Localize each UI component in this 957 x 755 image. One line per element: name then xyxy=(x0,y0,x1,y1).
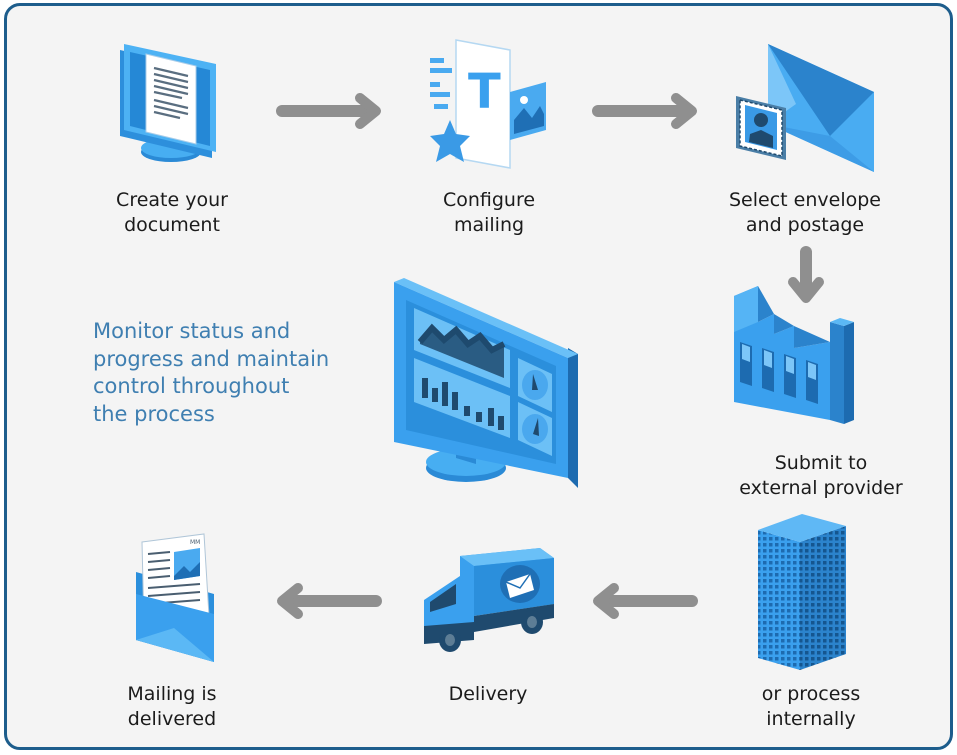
computer-document-icon xyxy=(120,44,216,162)
svg-text:T: T xyxy=(468,64,501,120)
envelope-stamp-icon xyxy=(736,44,874,172)
step-internal-line1: or process xyxy=(761,683,861,705)
step-submit-line1: Submit to xyxy=(774,452,868,474)
step-delivered-line2: delivered xyxy=(127,708,217,730)
monitor-line4: the process xyxy=(93,401,215,426)
delivery-van-icon xyxy=(424,548,554,652)
step-select-line2: and postage xyxy=(745,214,865,236)
monitor-status-text: Monitor status and progress and maintain… xyxy=(93,318,329,428)
step-delivery-line1: Delivery xyxy=(448,683,528,705)
monitor-line2: progress and maintain xyxy=(93,346,330,371)
configure-mailing-icon: T xyxy=(430,39,546,169)
monitor-line1: Monitor status and xyxy=(93,319,291,343)
step-internal-line2: internally xyxy=(766,708,856,730)
step-create-line1: Create your xyxy=(116,189,228,211)
step-submit-label: Submit to external provider xyxy=(716,451,926,501)
office-building-icon xyxy=(758,514,846,670)
svg-text:MM: MM xyxy=(190,539,200,546)
arrow-left-1 xyxy=(593,583,698,619)
step-select-line1: Select envelope xyxy=(729,189,881,211)
factory-icon xyxy=(734,286,854,424)
arrow-left-2 xyxy=(277,583,382,619)
step-configure-line1: Configure xyxy=(442,189,536,211)
delivered-letter-icon: MM xyxy=(136,533,214,662)
step-create-line2: document xyxy=(124,214,220,236)
step-configure-line2: mailing xyxy=(453,214,525,236)
arrow-right-2 xyxy=(592,93,697,129)
arrow-down xyxy=(788,246,824,303)
arrow-right-1 xyxy=(276,93,381,129)
step-internal-label: or process internally xyxy=(716,682,906,732)
step-delivered-label: Mailing is delivered xyxy=(92,682,252,732)
dashboard-monitor-icon xyxy=(394,278,578,488)
step-configure-label: Configure mailing xyxy=(404,188,574,238)
step-delivery-label: Delivery xyxy=(408,682,568,707)
monitor-line3: control throughout xyxy=(93,374,290,398)
step-select-label: Select envelope and postage xyxy=(700,188,910,238)
step-delivered-line1: Mailing is xyxy=(127,683,217,705)
step-create-label: Create your document xyxy=(87,188,257,238)
step-submit-line2: external provider xyxy=(739,477,903,499)
